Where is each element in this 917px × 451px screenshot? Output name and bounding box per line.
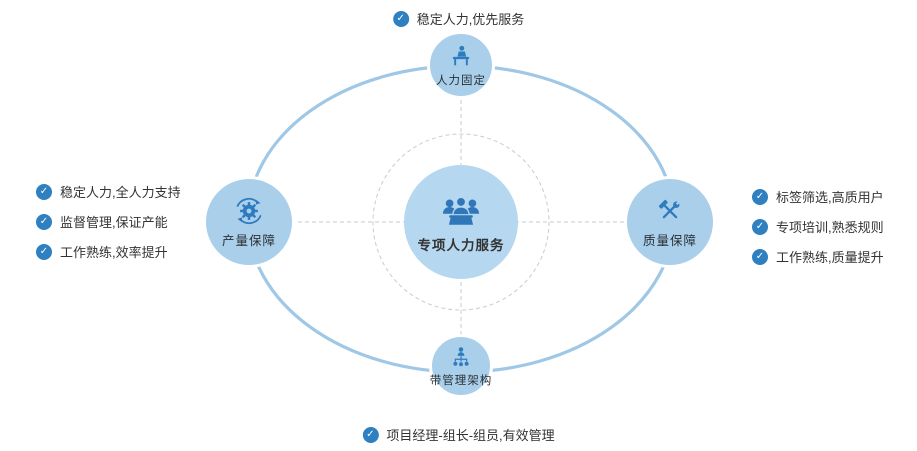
node-label: 产量保障 <box>221 234 276 248</box>
node-fixed-manpower: 人力固定 <box>427 31 495 99</box>
note-row: ✓ 工作熟练,质量提升 <box>752 247 884 266</box>
check-icon: ✓ <box>752 248 768 265</box>
check-icon: ✓ <box>36 183 52 200</box>
node-label: 人力固定 <box>436 74 486 87</box>
note-row: ✓ 标签筛选,高质用户 <box>752 187 884 206</box>
check-icon: ✓ <box>752 218 768 235</box>
note-text: 监督管理,保证产能 <box>60 215 168 230</box>
note-bottom: ✓ 项目经理-组长-组员,有效管理 <box>362 425 555 444</box>
notes-left: ✓ 稳定人力,全人力支持 ✓ 监督管理,保证产能 ✓ 工作熟练,效率提升 <box>36 182 181 261</box>
note-text: 稳定人力,全人力支持 <box>60 185 181 200</box>
note-text: 项目经理-组长-组员,有效管理 <box>386 428 555 443</box>
notes-right: ✓ 标签筛选,高质用户 ✓ 专项培训,熟悉规则 ✓ 工作熟练,质量提升 <box>752 187 884 266</box>
note-row: ✓ 工作熟练,效率提升 <box>36 242 181 261</box>
node-quality-guarantee: 质量保障 <box>624 176 716 268</box>
note-row: ✓ 稳定人力,全人力支持 <box>36 182 181 201</box>
node-label: 质量保障 <box>642 234 697 248</box>
note-text: 稳定人力,优先服务 <box>416 12 525 27</box>
dashed-inner-circle <box>372 133 550 311</box>
tools-icon <box>654 195 686 227</box>
node-output-guarantee: 产量保障 <box>203 176 295 268</box>
check-icon: ✓ <box>36 213 52 230</box>
note-text: 工作熟练,效率提升 <box>60 245 168 260</box>
check-icon: ✓ <box>362 426 379 443</box>
person-desk-icon <box>448 43 474 69</box>
node-label: 带管理架构 <box>429 374 493 387</box>
check-icon: ✓ <box>752 188 768 205</box>
node-center-service: 专项人力服务 <box>404 165 518 279</box>
people-group-icon <box>438 191 484 229</box>
gear-sync-icon <box>233 195 265 227</box>
node-management-structure: 带管理架构 <box>429 334 493 398</box>
note-top: ✓ 稳定人力,优先服务 <box>392 9 525 28</box>
check-icon: ✓ <box>36 243 52 260</box>
check-icon: ✓ <box>392 10 409 27</box>
note-text: 标签筛选,高质用户 <box>776 190 884 205</box>
note-text: 工作熟练,质量提升 <box>776 250 884 265</box>
note-text: 专项培训,熟悉规则 <box>776 220 884 235</box>
org-structure-icon <box>449 345 473 369</box>
note-row: ✓ 专项培训,熟悉规则 <box>752 217 884 236</box>
node-label: 专项人力服务 <box>417 237 505 253</box>
note-row: ✓ 监督管理,保证产能 <box>36 212 181 231</box>
